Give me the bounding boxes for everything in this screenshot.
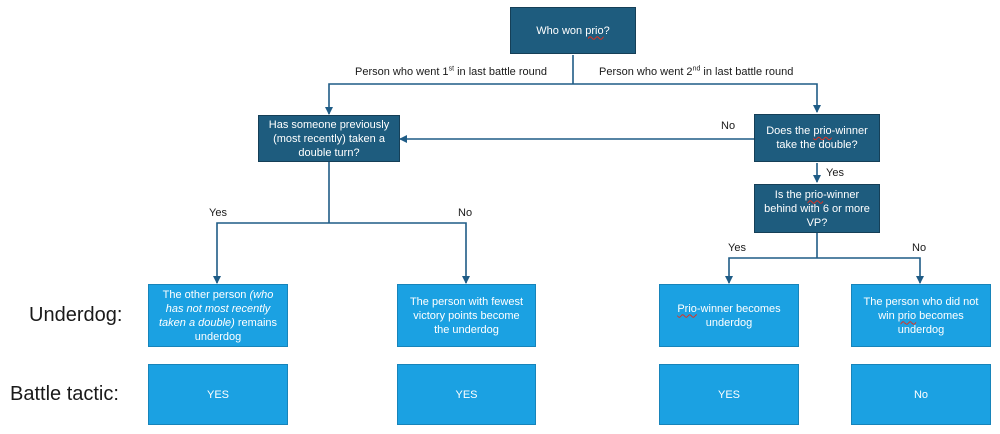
battle-tactic-box-1: YES	[148, 364, 288, 425]
battle-tactic-box-2: YES	[397, 364, 536, 425]
edge-label-yes-left-branch: Yes	[209, 207, 227, 219]
battle-tactic-box-3: YES	[659, 364, 799, 425]
connector-left-to-u1	[213, 222, 329, 284]
connector-left-to-u2	[329, 222, 470, 284]
edge-label-no-right-branch: No	[912, 242, 927, 254]
underdog-box-fewest-vp: The person with fewest victory points be…	[397, 284, 536, 347]
underdog-box-prio-winner: Prio-winner becomes underdog	[659, 284, 799, 347]
row-label-underdog: Underdog:	[29, 304, 123, 326]
edge-label-went-first: Person who went 1st in last battle round	[355, 65, 547, 78]
connector-root-to-right	[573, 83, 821, 113]
node-behind-6-vp: Is the prio-winner behind with 6 or more…	[754, 184, 880, 233]
node-take-the-double: Does the prio-winner take the double?	[754, 114, 880, 162]
node-previous-double-turn: Has someone previously (most recently) t…	[258, 115, 400, 162]
connector-behind-to-u4	[817, 257, 924, 284]
connector-root-to-left	[325, 83, 573, 115]
connector-behind-to-u3	[725, 257, 817, 284]
row-label-battle-tactic: Battle tactic:	[10, 383, 119, 405]
edge-label-went-second: Person who went 2nd in last battle round	[599, 65, 794, 78]
edge-label-yes-right-branch: Yes	[728, 242, 746, 254]
underdog-box-other-person: The other person (who has not most recen…	[148, 284, 288, 347]
edge-label-no-left-branch: No	[458, 207, 473, 219]
underdog-box-did-not-win-prio: The person who did not win prio becomes …	[851, 284, 991, 347]
edge-label-yes-down: Yes	[826, 167, 844, 179]
edge-label-no-left: No	[721, 120, 736, 132]
node-who-won-prio: Who won prio?	[510, 7, 636, 54]
battle-tactic-box-4: No	[851, 364, 991, 425]
